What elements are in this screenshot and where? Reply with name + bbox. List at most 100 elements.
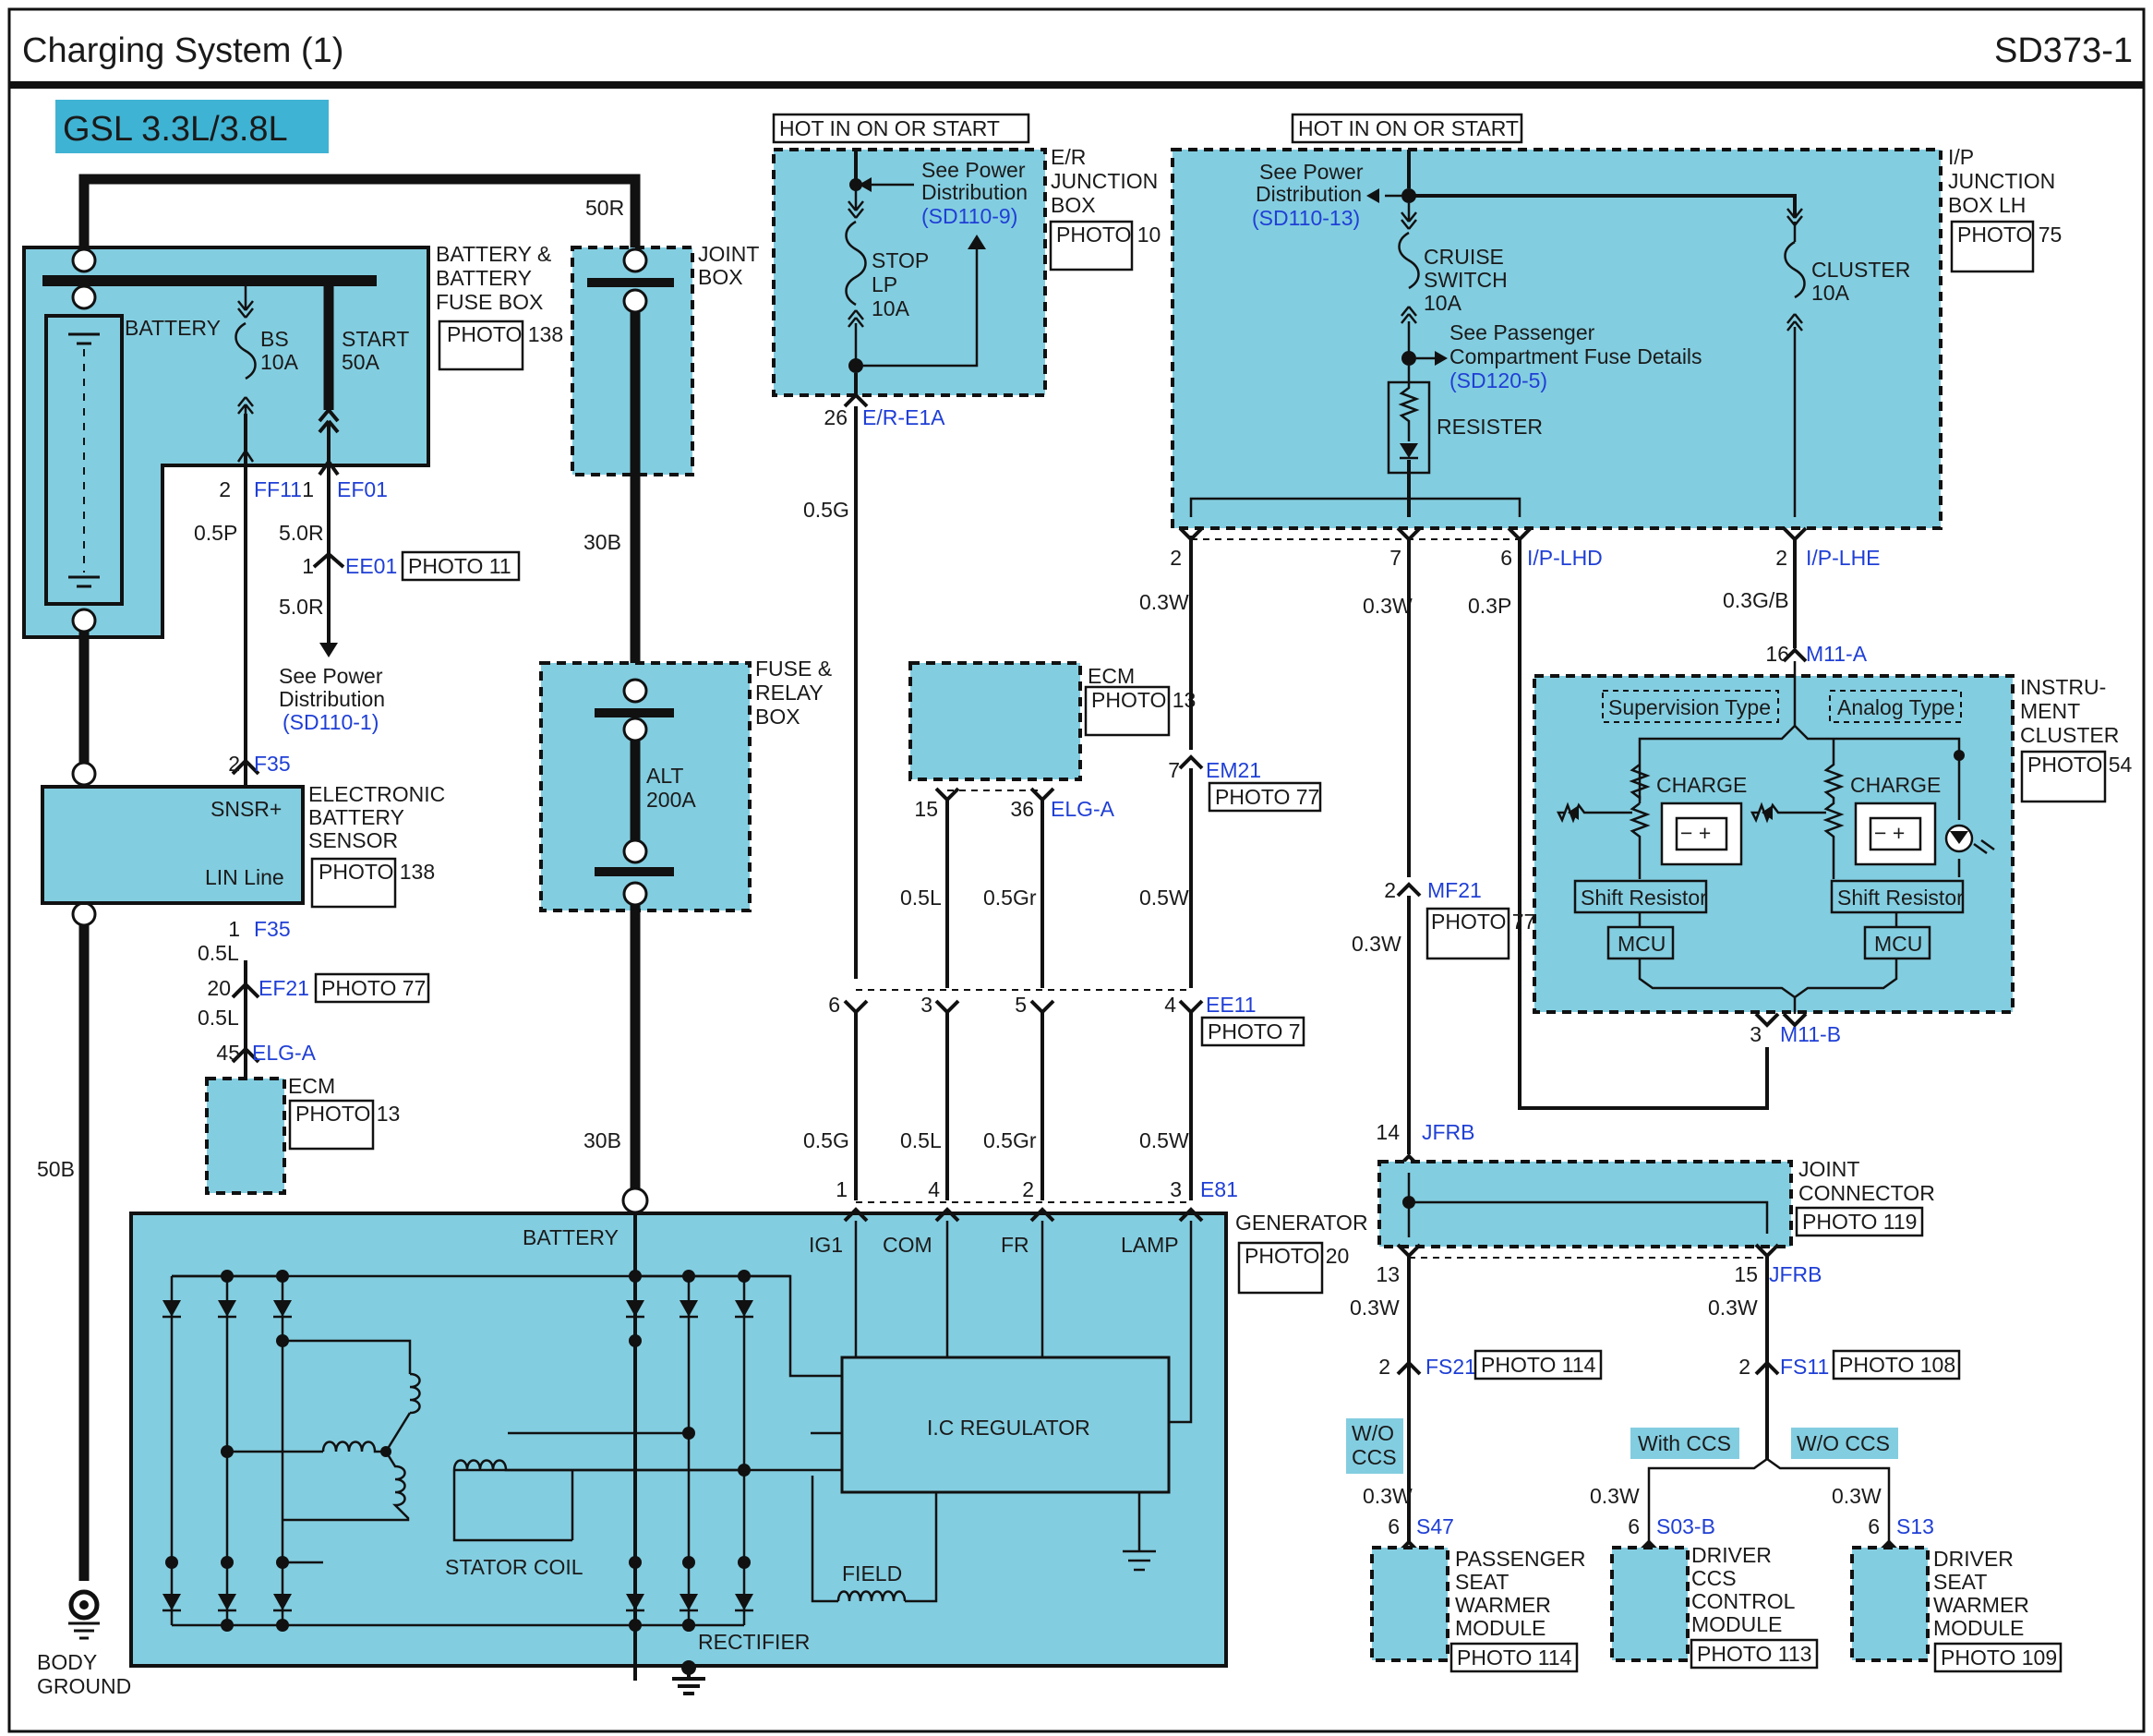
driver-seat-3: WARMER [1933,1593,2029,1617]
cluster-charge-1: CHARGE [1656,773,1747,797]
battery-lamp-icon [1660,802,1743,866]
gen-pin-3: 3 [1170,1177,1182,1201]
wire-50r-b: 5.0R [279,595,324,619]
diagram-title: Charging System (1) [22,31,343,70]
wire-50r: 50R [585,196,624,220]
rectifier-bridge-right [283,1270,842,1632]
fs11-photo: PHOTO 108 [1839,1353,1955,1377]
conn-er-e1a: E/R-E1A [862,405,945,429]
ip-pin-2b: 2 [1775,546,1787,570]
battery-box-name-3: FUSE BOX [436,290,543,314]
ip-cluster-amp: 10A [1811,281,1850,305]
wire-05l-d: 0.5L [900,1128,942,1152]
wire-03w-b: 0.3W [1363,594,1413,618]
fuse-bs-label: BS [260,327,289,351]
pin-2b: 2 [228,752,240,776]
cluster-name-1: INSTRU- [2020,675,2106,699]
pass-seat-4: MODULE [1455,1616,1546,1640]
conn-ip-lhe: I/P-LHE [1806,546,1881,570]
ip-cluster-label: CLUSTER [1811,258,1910,282]
cluster-charge-2: CHARGE [1850,773,1941,797]
ip-cruise-1: CRUISE [1424,245,1504,269]
option-with-ccs-text: With CCS [1638,1431,1731,1455]
pin-14: 14 [1376,1120,1400,1144]
engine-badge [55,100,329,153]
em21-photo: PHOTO 77 [1215,785,1319,809]
ecm-top [908,661,1082,781]
fuse-relay-name-2: RELAY [755,681,824,705]
wire-30b-bot: 30B [583,1128,621,1152]
er-name-3: BOX [1051,193,1096,217]
ecm-top-name: ECM [1088,664,1135,688]
gen-pin-2: 2 [1022,1177,1034,1201]
diagram-code: SD373-1 [1994,31,2133,70]
charge-icon-glyph-2: − + [1874,821,1905,845]
er-fuse-1: STOP [872,248,929,272]
wire-05w-a: 0.5W [1139,886,1189,910]
wire-03w-g: 0.3W [1590,1484,1640,1508]
driver-seat-1: DRIVER [1933,1547,2014,1571]
conn-ee11: EE11 [1206,993,1257,1017]
generator-name: GENERATOR [1235,1211,1368,1235]
fuse-relay-box [539,661,752,912]
engine-badge-text: GSL 3.3L/3.8L [63,110,288,149]
ip-see-2: Distribution [1256,182,1362,206]
wire-05p: 0.5P [194,521,237,545]
pin-fs2b: 2 [1738,1355,1750,1379]
see-pd-ref: (SD110-1) [283,710,379,734]
conn-elga: ELG-A [252,1041,317,1065]
joint-conn-photo: PHOTO 119 [1802,1210,1917,1234]
option-wo-ccs-right [1791,1428,1898,1459]
conn-ef01: EF01 [337,477,388,501]
electronic-battery-sensor [41,785,305,905]
gen-ig1-label: IG1 [809,1233,843,1257]
wire-05l-a: 0.5L [198,941,239,965]
ecm-left [205,1077,286,1195]
er-fuse-amp: 10A [872,296,910,320]
pin-s6a: 6 [1388,1514,1400,1538]
conn-fs21: FS21 [1425,1355,1476,1379]
ip-pin-6: 6 [1500,546,1512,570]
joint-box-name-2: BOX [698,265,743,289]
ecm-left-name: ECM [288,1074,335,1098]
rectifier-bridge [162,1270,421,1632]
ip-cruise-amp: 10A [1424,291,1462,315]
cluster-shift-2: Shift Resistor [1837,886,1964,910]
driver-ccs-3: CONTROL [1691,1589,1796,1613]
conn-m11a: M11-A [1806,642,1868,666]
field-label: FIELD [842,1561,902,1585]
gen-fr-label: FR [1001,1233,1029,1257]
fuse-start-label: START [342,327,409,351]
wire-05l-c: 0.5L [900,886,942,910]
wire-05gr-b: 0.5Gr [983,1128,1037,1152]
option-wo-ccs-1: W/O [1352,1421,1394,1445]
cluster-mcu-1: MCU [1618,932,1666,956]
rectifier-label: RECTIFIER [698,1630,810,1654]
conn-fs11: FS11 [1780,1355,1829,1379]
battery-box-name-2: BATTERY [436,266,532,290]
conn-jfrb-2: JFRB [1769,1262,1822,1286]
pass-seat-2: SEAT [1455,1570,1509,1594]
pass-seat-3: WARMER [1455,1593,1551,1617]
gen-battery-label: BATTERY [523,1225,619,1249]
wire-03w-c: 0.3W [1352,932,1401,956]
driver-seat-4: MODULE [1933,1616,2024,1640]
ebs-photo: PHOTO 138 [319,860,435,884]
ip-cruise-2: SWITCH [1424,268,1508,292]
conn-ef21: EF21 [259,976,309,1000]
generator-photo: PHOTO 20 [1245,1244,1349,1268]
battery-symbol [44,314,124,606]
wire-03w-d: 0.3W [1350,1296,1400,1320]
wire-03gb: 0.3G/B [1723,588,1789,612]
er-name-1: E/R [1051,145,1086,169]
er-see-2: Distribution [921,180,1028,204]
wire-05gr-a: 0.5Gr [983,886,1037,910]
er-name-2: JUNCTION [1051,169,1158,193]
battery-lamp-icon-2 [1854,802,1937,866]
conn-jfrb: JFRB [1422,1120,1475,1144]
wire-03w-h: 0.3W [1832,1484,1882,1508]
pin-15: 15 [914,797,938,821]
wire-05l-b: 0.5L [198,1006,239,1030]
ip-name-1: I/P [1948,145,1974,169]
driver-seat-warmer-module [1850,1546,1930,1662]
